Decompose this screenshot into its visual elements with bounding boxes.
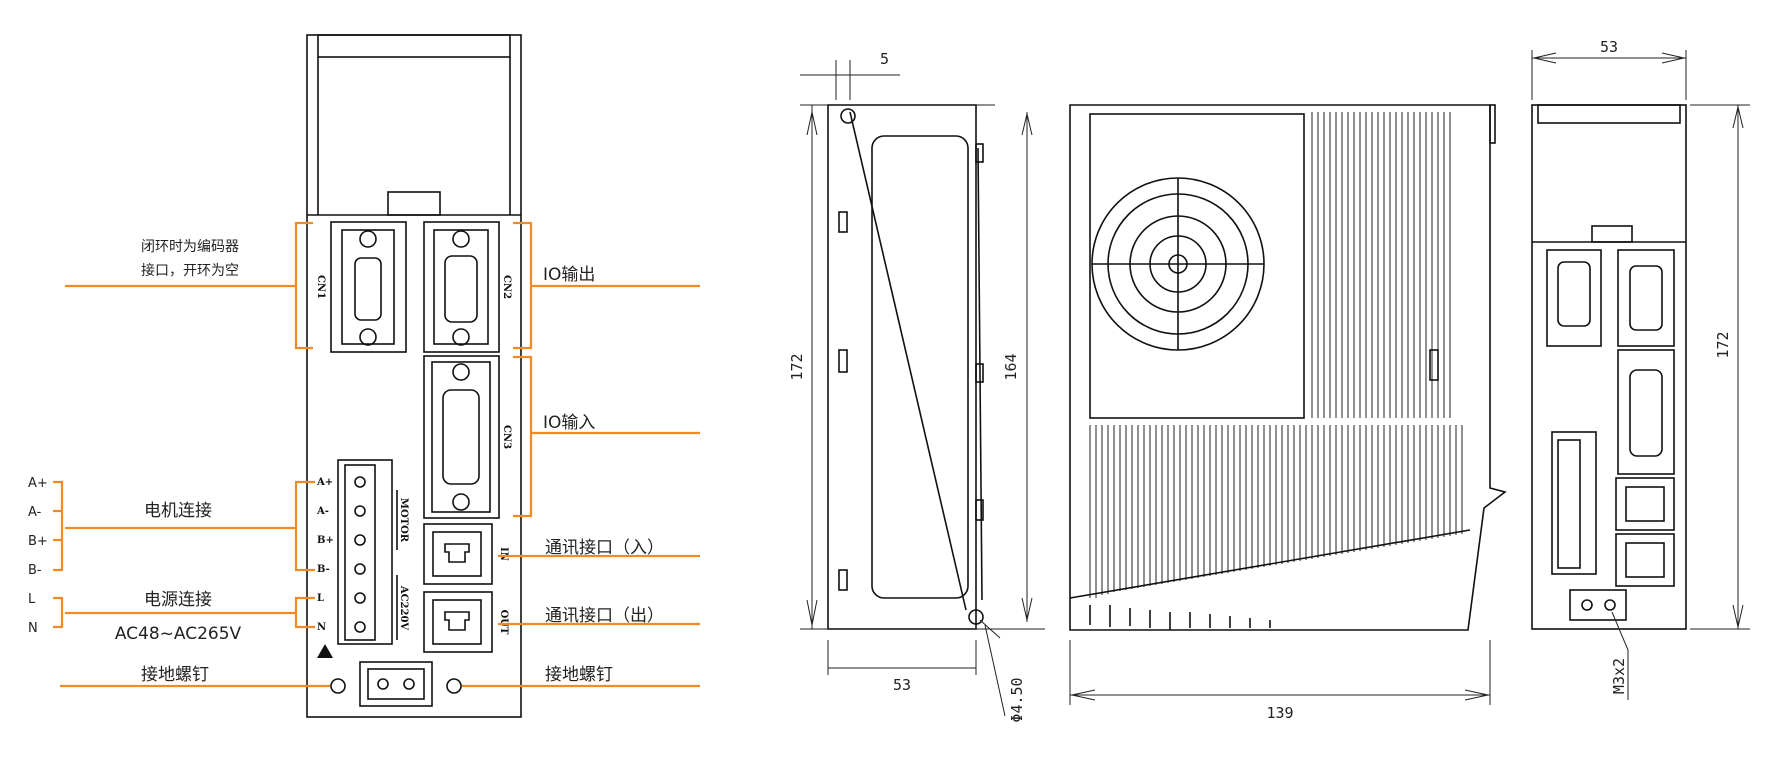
cn2-connector: CN2 <box>423 221 512 353</box>
callout-labels: 闭环时为编码器 接口，开环为空 IO输出 IO输入 电机连接 电源连接 AC48… <box>28 239 664 685</box>
callout-lines <box>53 221 700 688</box>
terminal-pin-n: N <box>317 622 326 633</box>
pin-label-a-plus: A+ <box>28 476 48 491</box>
dim-side-height: 172 <box>788 353 806 380</box>
dim-side-top: 5 <box>880 50 889 68</box>
terminal-pin-a-minus: A- <box>316 506 329 517</box>
cn1-label: CN1 <box>315 275 326 299</box>
ground-screw-label-left: 接地螺钉 <box>141 665 209 685</box>
dim-side-width: 53 <box>893 676 911 694</box>
out-label: OUT <box>498 610 509 635</box>
dim-right-height: 172 <box>1714 331 1732 358</box>
terminal-block: MOTOR AC220V A+ A- B+ B- L N <box>316 459 409 658</box>
in-label: IN <box>498 547 509 561</box>
dim-front-length: 139 <box>1266 704 1293 722</box>
ground-screw-label-right: 接地螺钉 <box>545 665 613 685</box>
pin-label-l: L <box>28 592 36 607</box>
dim-side-inner-height: 164 <box>1002 353 1020 380</box>
cn1-connector: CN1 <box>315 221 407 353</box>
cn2-label: CN2 <box>501 275 512 299</box>
warning-icon <box>317 644 333 658</box>
front-panel: CN1 CN2 CN3 IN <box>306 34 522 718</box>
motor-label: MOTOR <box>398 498 409 543</box>
motor-connection-label: 电机连接 <box>144 501 212 521</box>
rj45-out-port: OUT <box>423 591 509 653</box>
terminal-pin-b-plus: B+ <box>317 535 334 546</box>
io-input-label: IO输入 <box>543 413 595 433</box>
power-range-label: AC48~AC265V <box>115 624 242 644</box>
pin-label-a-minus: A- <box>28 505 42 520</box>
pin-label-b-minus: B- <box>28 563 42 578</box>
heatsink-fins-top <box>1311 112 1451 418</box>
dim-hole-diameter: Φ4.50 <box>1008 677 1026 722</box>
right-view: 53 172 M3x2 <box>1531 38 1750 700</box>
encoder-label-line1: 闭环时为编码器 <box>141 239 239 255</box>
dim-right-width: 53 <box>1600 38 1618 56</box>
pin-label-n: N <box>28 621 38 636</box>
io-output-label: IO输出 <box>543 265 595 285</box>
ac-label: AC220V <box>398 585 409 631</box>
side-view: 5 172 164 53 Φ4.50 <box>788 50 1045 723</box>
cn3-connector: CN3 <box>423 355 512 519</box>
terminal-pin-a-plus: A+ <box>316 477 333 488</box>
rj45-in-port: IN <box>423 523 509 585</box>
terminal-pin-b-minus: B- <box>317 564 330 575</box>
dim-screw: M3x2 <box>1610 658 1628 694</box>
cn3-label: CN3 <box>501 425 512 449</box>
ground-screw-block <box>330 661 462 707</box>
heatsink-view: 139 <box>1069 104 1507 722</box>
fan-icon <box>1091 177 1265 351</box>
power-connection-label: 电源连接 <box>144 590 212 610</box>
comm-in-label: 通讯接口（入） <box>545 538 664 558</box>
pin-label-b-plus: B+ <box>28 534 48 549</box>
encoder-label-line2: 接口，开环为空 <box>141 262 239 279</box>
terminal-pin-l: L <box>317 593 324 604</box>
comm-out-label: 通讯接口（出） <box>545 606 664 626</box>
heatsink-fins-bottom <box>1089 425 1463 598</box>
